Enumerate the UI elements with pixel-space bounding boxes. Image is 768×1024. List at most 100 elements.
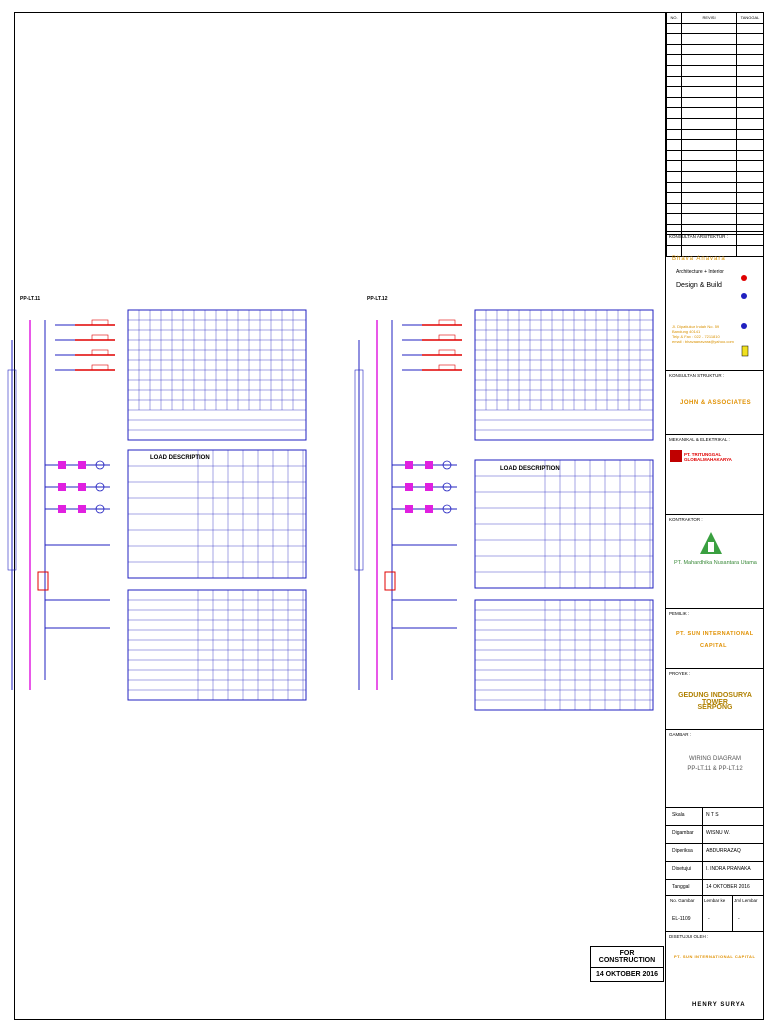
revision-row [666, 128, 764, 141]
revision-row [666, 139, 764, 151]
meter-box [37, 571, 49, 591]
breaker-symbol [78, 505, 86, 513]
divider [666, 668, 764, 669]
konsultan-struktur-label: KONSULTAN STRUKTUR : [669, 373, 725, 378]
revision-cell [681, 128, 737, 141]
jml-lembar-value: - [738, 916, 740, 922]
revision-cell [681, 192, 737, 204]
divider [666, 895, 764, 896]
divider [732, 895, 733, 931]
arsitektur-firm-tag: Design & Build [676, 282, 722, 289]
revision-row [666, 213, 764, 225]
table-header-1: LOAD DESCRIPTION [150, 455, 210, 461]
contact-symbol [442, 504, 452, 514]
breaker-symbol [405, 505, 413, 513]
load-table-lower [127, 589, 307, 701]
address-line: Jl. Dipatiukur Indah No. 59 [672, 324, 720, 329]
revision-cell [666, 245, 682, 257]
revision-cell [666, 22, 682, 35]
jml-lembar-label: Jml Lembar [734, 898, 758, 903]
address-line: Telp & Fax : 022 - 7211810 [672, 334, 720, 339]
breaker-symbol [405, 483, 413, 491]
revision-table: NO. REVISI TANGGAL [666, 12, 764, 257]
meter-box [384, 571, 396, 591]
revision-row [666, 149, 764, 162]
contact-symbol [442, 482, 452, 492]
construction-stamp: FOR CONSTRUCTION 14 OKTOBER 2016 [590, 946, 664, 982]
mekanikal-logo-icon [670, 450, 682, 462]
revision-cell [681, 22, 737, 35]
revision-cell [736, 117, 764, 130]
revision-cell [736, 202, 764, 215]
revision-cell [681, 149, 737, 162]
revision-cell [666, 86, 682, 98]
contact-symbol [95, 482, 105, 492]
revision-cell [681, 96, 737, 109]
revision-cell [666, 117, 682, 130]
konsultan-arsitektur-label: KONSULTAN ARSITEKTUR : [669, 234, 728, 239]
info-value: I. INDRA PRANAKA [706, 866, 751, 872]
revision-cell [736, 170, 764, 183]
revision-cell [681, 75, 737, 88]
revision-row [666, 33, 764, 45]
revision-row [666, 181, 764, 194]
revision-cell [736, 223, 764, 236]
revision-cell [736, 245, 764, 257]
revision-cell [666, 192, 682, 204]
revision-row [666, 117, 764, 130]
revision-cell [736, 213, 764, 225]
breaker-symbol [425, 483, 433, 491]
revision-cell [666, 170, 682, 183]
label-box [91, 364, 109, 371]
divider [702, 807, 703, 895]
pemilik-label: PEMILIK : [669, 611, 690, 616]
revision-cell [736, 54, 764, 66]
label-box [438, 334, 456, 341]
revision-cell [666, 43, 682, 56]
revision-cell [681, 54, 737, 66]
revision-cell [681, 139, 737, 151]
revision-cell [736, 107, 764, 119]
revision-cell [736, 139, 764, 151]
revision-cell [736, 96, 764, 109]
revision-cell [666, 149, 682, 162]
arsitektur-firm-name: Bhava Anavara [672, 256, 726, 262]
revision-row [666, 86, 764, 98]
table-header-2: LOAD DESCRIPTION [500, 466, 560, 472]
lembar-label: Lembar ke [704, 898, 726, 903]
revision-cell [736, 22, 764, 35]
revision-row [666, 202, 764, 215]
rev-col-no: NO. [666, 12, 682, 24]
revision-cell [736, 149, 764, 162]
revision-cell [736, 192, 764, 204]
revision-row [666, 170, 764, 183]
revision-cell [666, 128, 682, 141]
revision-cell [681, 245, 737, 257]
arsitektur-logo [736, 248, 758, 360]
revision-cell [681, 213, 737, 225]
revision-cell [666, 64, 682, 77]
struktur-firm: JOHN & ASSOCIATES [680, 400, 752, 406]
revision-cell [666, 96, 682, 109]
info-key: Diperiksa [672, 848, 693, 854]
no-gambar-value: EL-1109 [672, 916, 691, 922]
disetujui-person: HENRY SURYA [692, 1002, 746, 1008]
load-table-upper [127, 309, 307, 441]
wiring-diagram-pp-lt11 [7, 309, 307, 701]
pemilik-line2: CAPITAL [700, 643, 727, 649]
revision-cell [736, 128, 764, 141]
gambar-line1: WIRING DIAGRAM [689, 756, 741, 762]
label-box [91, 349, 109, 356]
revision-cell [681, 160, 737, 172]
divider [666, 231, 764, 232]
revision-cell [681, 86, 737, 98]
revision-cell [736, 86, 764, 98]
kontraktor-logo-icon [698, 530, 724, 558]
panel-label-2: PP-LT.12 [367, 296, 388, 302]
divider [666, 729, 764, 730]
